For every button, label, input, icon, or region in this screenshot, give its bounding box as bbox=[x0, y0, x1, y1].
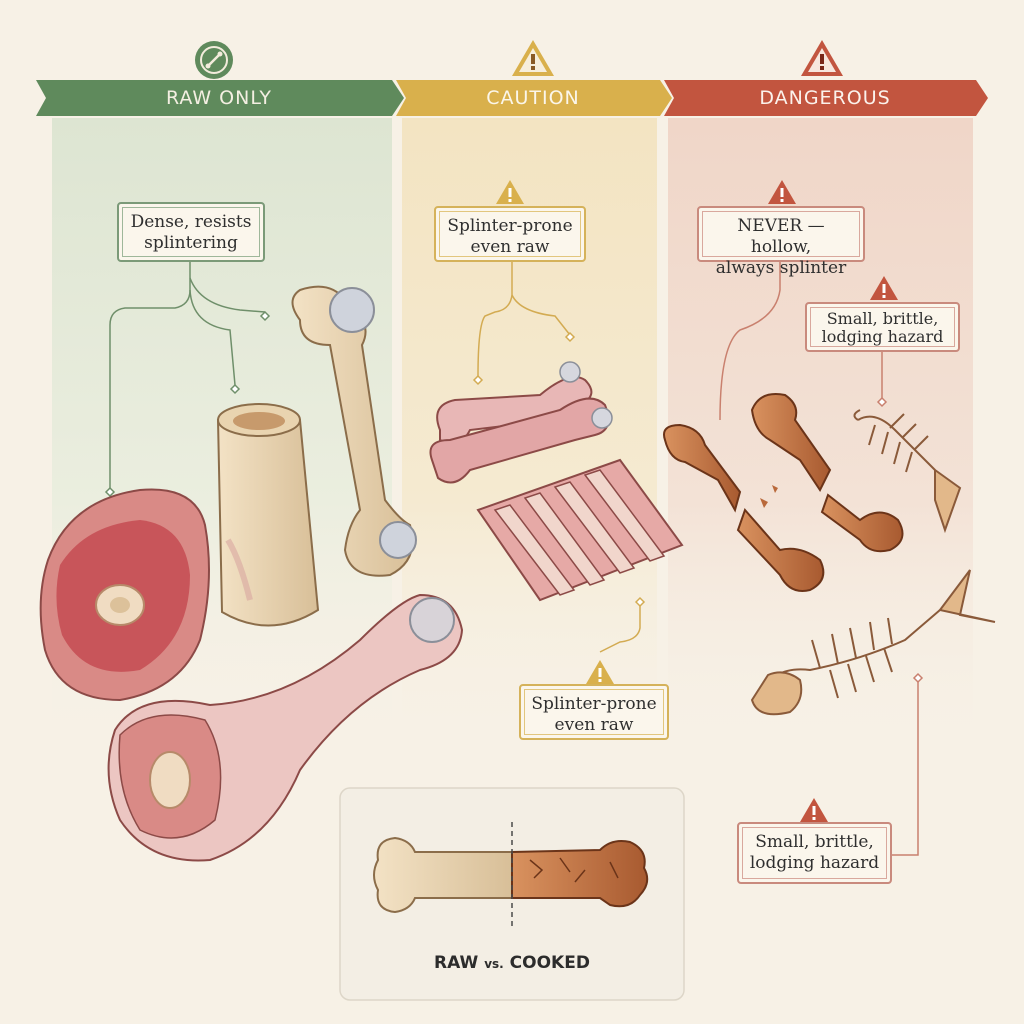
beef-leg-bone-illustration bbox=[107, 593, 464, 862]
danger-hollow-note-line1: NEVER — hollow, bbox=[737, 216, 825, 257]
small-bottom-note-warning-icon bbox=[800, 798, 828, 822]
raw-dense-note: Dense, resists splintering bbox=[117, 202, 265, 262]
raw-vs-cooked-label: RAW vs. COOKED bbox=[340, 953, 684, 973]
vs-label: vs. bbox=[484, 957, 504, 971]
raw-only-title: RAW ONLY bbox=[165, 87, 273, 109]
femur-bone-illustration bbox=[291, 285, 417, 577]
ribs-note-warning-icon bbox=[586, 660, 614, 684]
caution-title: CAUTION bbox=[486, 87, 580, 109]
poultry-bones-illustration bbox=[429, 361, 613, 484]
danger-small-top-note-line1: Small, brittle, bbox=[826, 309, 939, 328]
caution-ribs-note-line1: Splinter-prone bbox=[531, 694, 657, 714]
marrow-bone-illustration bbox=[216, 403, 320, 627]
danger-hollow-note: NEVER — hollow, always splinter bbox=[697, 206, 865, 278]
caution-connectors bbox=[472, 262, 646, 653]
raw-vs-cooked-panel bbox=[339, 787, 685, 1001]
danger-small-top-note-line2: lodging hazard bbox=[821, 327, 944, 346]
danger-small-top-note: Small, brittle, lodging hazard bbox=[805, 302, 960, 352]
small-fish-skeleton-illustration bbox=[853, 409, 962, 534]
danger-small-bottom-note: Small, brittle, lodging hazard bbox=[737, 822, 892, 884]
caution-top-note-line2: even raw bbox=[470, 237, 550, 257]
raw-connectors bbox=[104, 262, 271, 498]
dangerous-title: DANGEROUS bbox=[759, 87, 891, 109]
danger-hollow-note-line2: always splinter bbox=[715, 258, 847, 278]
raw-label: RAW bbox=[434, 953, 479, 973]
caution-ribs-note-line2: even raw bbox=[554, 715, 634, 735]
cooked-broken-bone-right-illustration bbox=[750, 393, 904, 553]
caution-note-warning-icon bbox=[496, 180, 524, 204]
danger-small-bottom-note-line2: lodging hazard bbox=[749, 853, 880, 873]
caution-top-note-line1: Splinter-prone bbox=[447, 216, 573, 236]
cooked-broken-bone-left-illustration bbox=[663, 423, 825, 592]
cooked-bone-half bbox=[511, 840, 649, 908]
cooked-label: COOKED bbox=[509, 953, 590, 973]
raw-bone-half bbox=[373, 836, 513, 914]
large-fish-skeleton-illustration bbox=[750, 569, 996, 716]
raw-dense-note-line1: Dense, resists bbox=[130, 212, 252, 232]
caution-banner bbox=[396, 80, 672, 116]
caution-top-note: Splinter-prone even raw bbox=[434, 206, 586, 262]
raw-only-banner bbox=[36, 80, 404, 116]
dangerous-banner bbox=[664, 80, 988, 116]
caution-warning-icon bbox=[512, 40, 554, 76]
raw-dense-note-line2: splintering bbox=[144, 233, 238, 253]
raw-meat-chunk-illustration bbox=[39, 488, 210, 702]
small-top-note-warning-icon bbox=[870, 276, 898, 300]
danger-small-bottom-note-line1: Small, brittle, bbox=[755, 832, 874, 852]
danger-connectors bbox=[719, 262, 924, 856]
danger-warning-icon bbox=[801, 40, 843, 76]
caution-ribs-note: Splinter-prone even raw bbox=[519, 684, 669, 740]
hollow-note-warning-icon bbox=[768, 180, 796, 204]
rib-rack-illustration bbox=[476, 458, 684, 602]
bone-check-icon bbox=[195, 41, 233, 79]
